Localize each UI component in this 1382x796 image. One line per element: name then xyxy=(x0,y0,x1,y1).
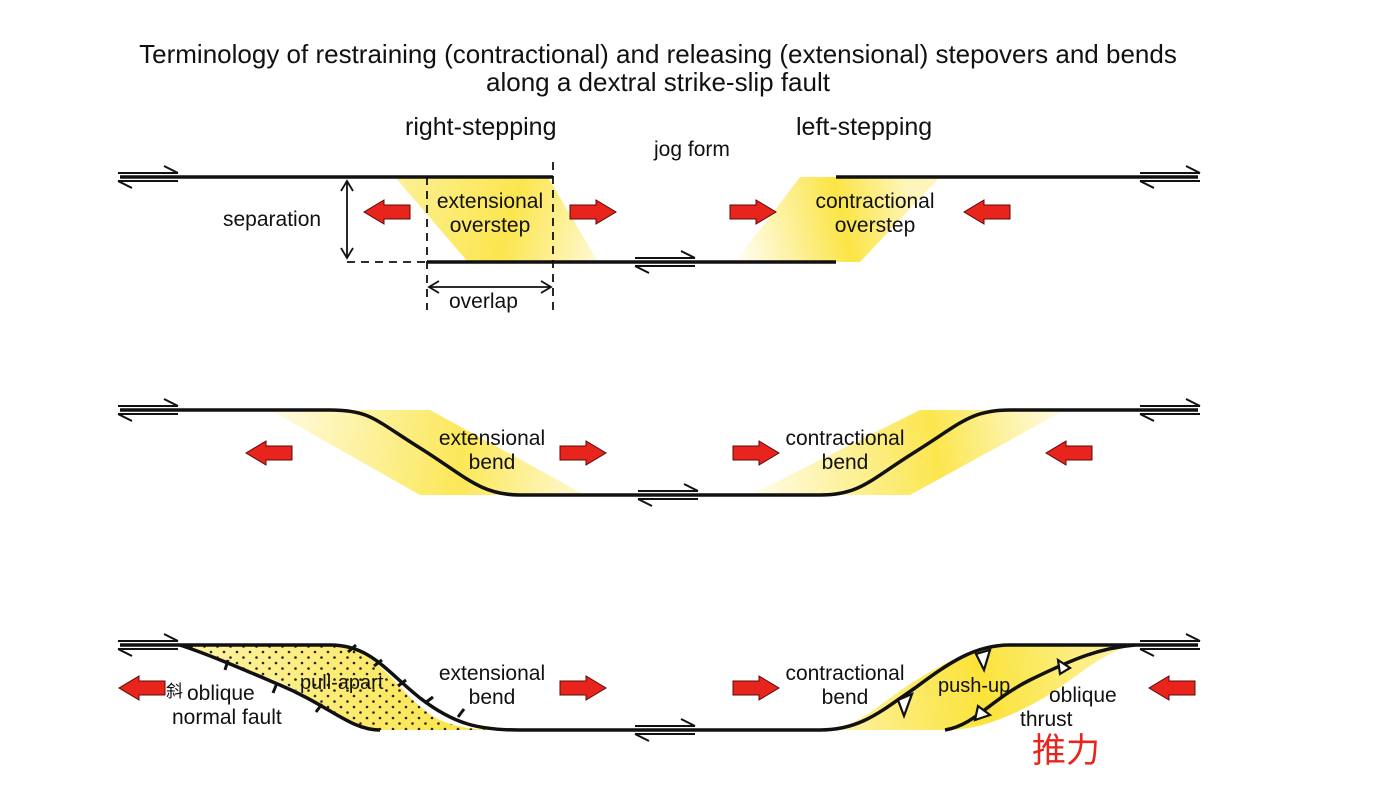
dextral-shear-arrow-icon xyxy=(634,718,696,742)
label-contractional-overstep: contractional overstep xyxy=(815,190,935,237)
header-left-stepping: left-stepping xyxy=(796,113,933,141)
red-block-arrows xyxy=(118,199,1196,701)
red-block-arrow-icon xyxy=(1045,440,1093,466)
dextral-shear-arrow-icon xyxy=(1139,633,1201,657)
extensional-overstep-zone xyxy=(395,177,598,262)
pull-apart-stipple xyxy=(180,645,520,731)
red-block-arrow-icon xyxy=(569,199,617,225)
dextral-shear-arrow-icon xyxy=(117,398,179,422)
dextral-shear-arrow-icon xyxy=(637,483,699,507)
red-block-arrow-icon xyxy=(245,440,293,466)
label-extensional-bend-row3: extensional bend xyxy=(438,662,546,709)
label-push-up: push-up xyxy=(938,675,1011,697)
red-block-arrow-icon xyxy=(729,199,777,225)
dextral-shear-arrows xyxy=(117,165,1201,742)
row2-bends xyxy=(120,408,1198,497)
annotation-thrust-chinese: 推力 xyxy=(1032,732,1100,770)
normal-fault-tick-icon xyxy=(223,643,466,718)
red-block-arrow-icon xyxy=(732,675,780,701)
red-block-arrow-icon xyxy=(363,199,411,225)
label-contractional-bend-row2: contractional bend xyxy=(785,427,905,474)
label-separation: separation xyxy=(223,208,322,231)
separation-double-arrow xyxy=(340,179,354,260)
label-contractional-bend-row3: contractional bend xyxy=(785,662,905,709)
red-block-arrow-icon xyxy=(118,675,166,701)
label-overlap: overlap xyxy=(449,290,518,313)
overlap-double-arrow xyxy=(427,280,553,294)
thrust-tooth-icon xyxy=(896,648,1073,722)
oblique-normal-fault-trace xyxy=(179,643,381,732)
dextral-shear-arrow-icon xyxy=(117,165,179,189)
fault-trace-bends xyxy=(120,408,1198,497)
oblique-thrust-trace-a xyxy=(944,643,1136,732)
red-block-arrow-icon xyxy=(559,675,607,701)
title-line-2: along a dextral strike-slip fault xyxy=(486,67,830,97)
label-extensional-overstep: extensional overstep xyxy=(436,190,544,237)
red-block-arrow-icon xyxy=(1148,675,1196,701)
dextral-shear-arrow-icon xyxy=(117,633,179,657)
row1-stepovers xyxy=(120,162,1198,310)
header-right-stepping: right-stepping xyxy=(405,113,557,141)
row3-basins xyxy=(120,643,1198,732)
fault-trace-main-row3 xyxy=(120,643,1198,732)
contractional-bend-zone xyxy=(750,410,1065,495)
label-oblique-thrust: oblique thrust xyxy=(1020,684,1117,731)
label-oblique-normal-fault: oblique normal fault xyxy=(172,682,282,729)
label-pull-apart: pull-apart xyxy=(300,672,384,694)
dextral-shear-arrow-icon xyxy=(1139,398,1201,422)
label-extensional-bend-row2: extensional bend xyxy=(438,427,546,474)
dextral-shear-arrow-icon xyxy=(634,250,696,274)
red-block-arrow-icon xyxy=(963,199,1011,225)
dextral-shear-arrow-icon xyxy=(1139,165,1201,189)
contractional-overstep-zone xyxy=(735,177,940,262)
annotation-oblique-chinese: 斜 xyxy=(166,682,183,701)
red-block-arrow-icon xyxy=(559,440,607,466)
header-jog-form: jog form xyxy=(654,138,730,161)
red-block-arrow-icon xyxy=(732,440,780,466)
title-line-1: Terminology of restraining (contractiona… xyxy=(139,39,1177,69)
